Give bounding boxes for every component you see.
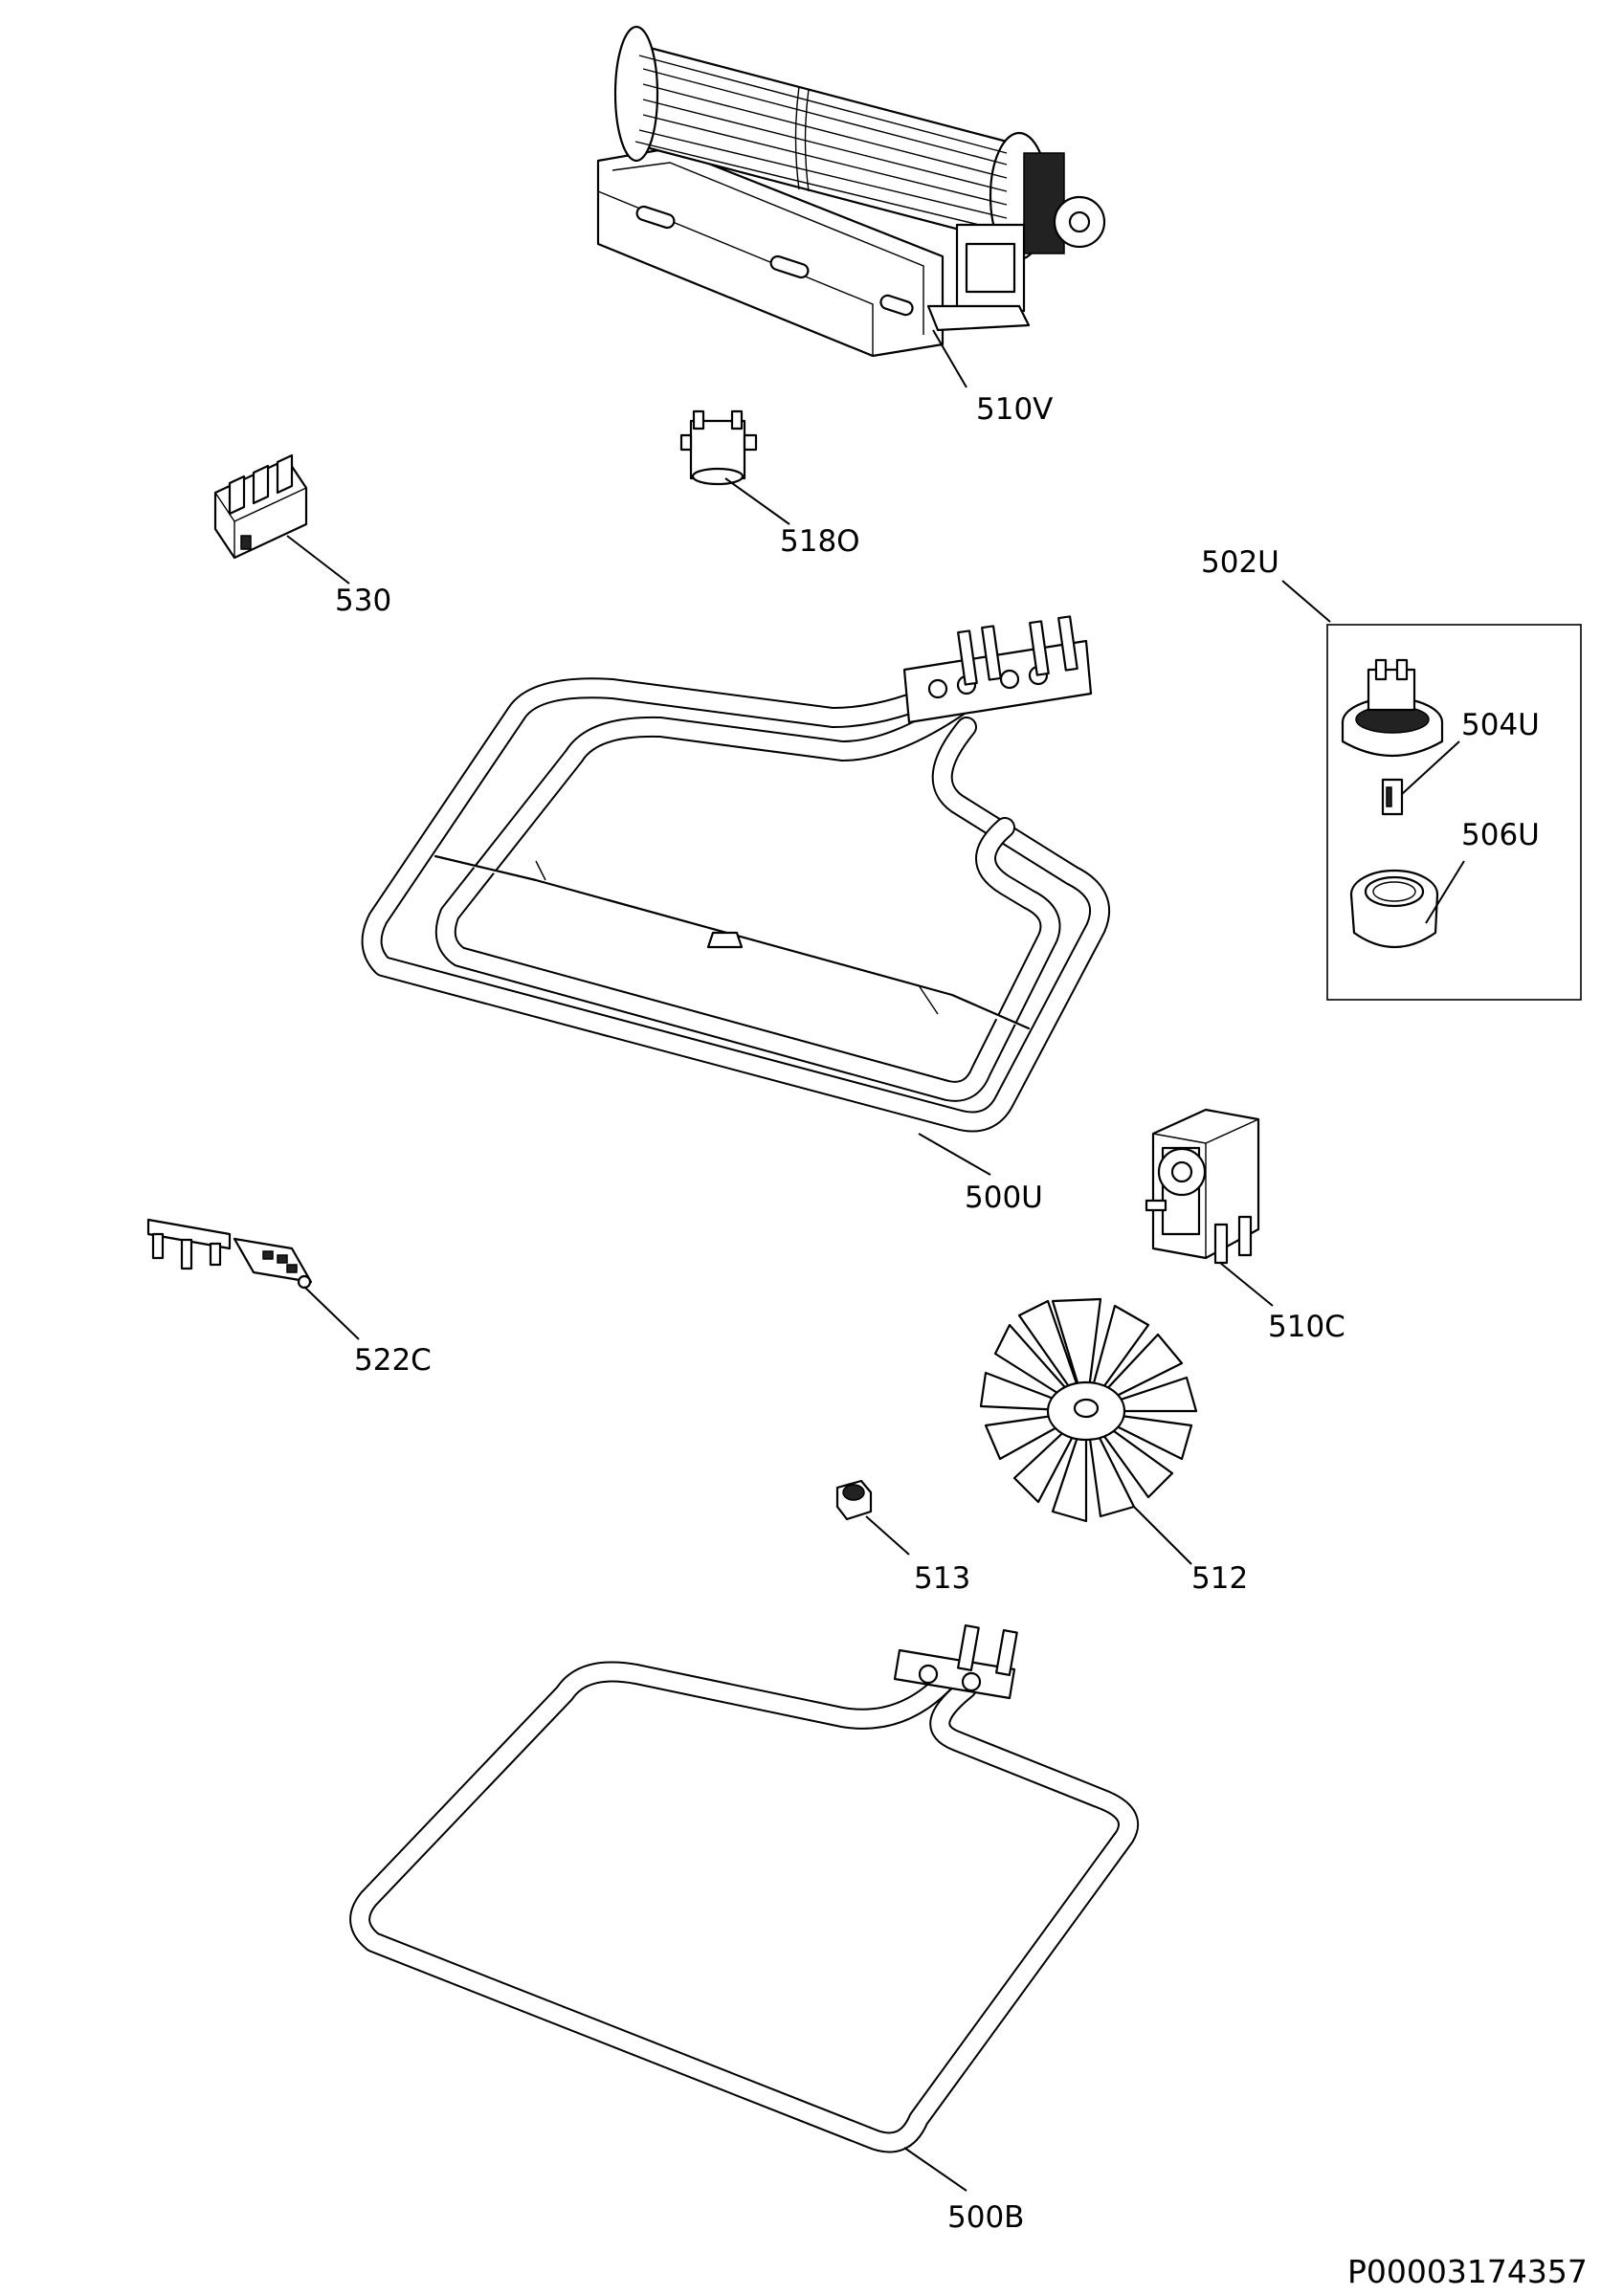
label-500B: 500B — [947, 2200, 1024, 2235]
label-510V: 510V — [976, 392, 1053, 427]
door-switch-522C — [146, 1218, 313, 1290]
label-530: 530 — [335, 584, 391, 618]
safety-thermostat-518O — [679, 409, 758, 486]
fan-motor-510C — [1145, 1108, 1260, 1265]
lamp-holder-504U — [1341, 658, 1444, 757]
bottom-heating-element-500B — [349, 1624, 1140, 2153]
lamp-glass-cover-506U — [1349, 869, 1439, 949]
fan-blade-512 — [979, 1297, 1198, 1523]
label-504U: 504U — [1461, 708, 1540, 742]
top-heating-element-500U — [361, 615, 1110, 1133]
tangential-fan-assembly-510V — [596, 25, 1106, 358]
label-500U: 500U — [965, 1181, 1043, 1215]
nut-513 — [835, 1479, 873, 1521]
label-513: 513 — [914, 1561, 970, 1596]
lamp-clip — [1381, 778, 1404, 816]
label-510C: 510C — [1268, 1310, 1345, 1344]
document-code: P00003174357 — [1347, 2253, 1588, 2290]
label-502U: 502U — [1201, 545, 1279, 580]
terminal-block-530 — [213, 453, 308, 560]
label-512: 512 — [1191, 1561, 1248, 1596]
lamp-assembly-box-502U — [1326, 624, 1582, 1001]
label-518O: 518O — [780, 524, 860, 559]
label-522C: 522C — [354, 1343, 432, 1378]
label-506U: 506U — [1461, 818, 1540, 852]
